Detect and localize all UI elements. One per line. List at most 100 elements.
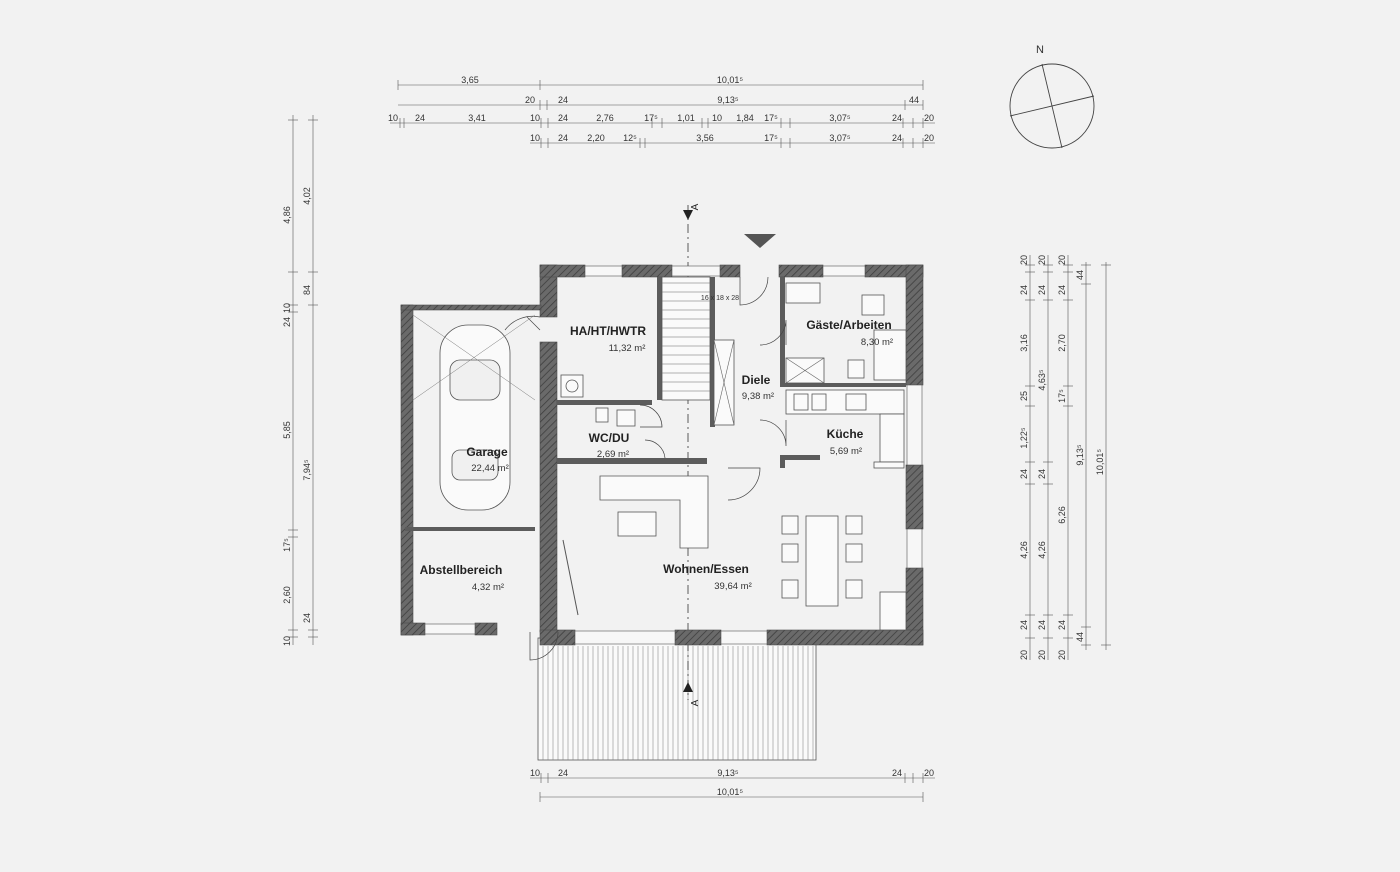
dim-right-c2-3: 24 (1037, 469, 1047, 479)
dim-top-r3-11: 3,07⁵ (829, 113, 851, 123)
dim-right-c1-3: 25 (1019, 391, 1029, 401)
stair-note: 16 x 18 x 28 (701, 295, 739, 302)
dim-top-r3-7: 1,01 (677, 113, 695, 123)
dim-bottom-r1-0: 10 (530, 768, 540, 778)
dim-top-r3-6: 17⁵ (644, 113, 658, 123)
dim-bottom-r1-1: 24 (558, 768, 568, 778)
section-label-top: A (690, 203, 701, 210)
dim-left-o2: 24 (282, 317, 292, 327)
room-name-gaeste: Gäste/Arbeiten (806, 318, 891, 332)
dim-left-o3: 5,85 (282, 421, 292, 439)
left-dimension-chain: 4,86 10 24 5,85 17⁵ 2,60 10 4,02 84 7,94… (282, 115, 318, 646)
room-name-abstell: Abstellbereich (420, 563, 503, 577)
dim-top-r3-2: 3,41 (468, 113, 486, 123)
dim-left-o4: 17⁵ (282, 538, 292, 552)
dim-right-c3-5: 24 (1057, 620, 1067, 630)
dim-top-r2-0: 20 (525, 95, 535, 105)
dim-right-c5-0: 10,01⁵ (1095, 449, 1105, 476)
dim-right-c3-1: 24 (1057, 285, 1067, 295)
room-name-garage: Garage (466, 445, 508, 459)
dim-right-c1-6: 4,26 (1019, 541, 1029, 559)
dim-right-c3-3: 17⁵ (1057, 389, 1067, 403)
dim-top-r1-0: 3,65 (461, 75, 479, 85)
dim-left-o6: 10 (282, 636, 292, 646)
terrace-decking (537, 637, 817, 761)
room-area-hwtr: 11,32 m² (609, 343, 646, 354)
dim-top-r3-8: 10 (712, 113, 722, 123)
room-area-gaeste: 8,30 m² (861, 337, 893, 348)
dim-bottom-r1-2: 9,13⁵ (717, 768, 739, 778)
dim-right-c1-0: 20 (1019, 255, 1029, 265)
dim-left-o1: 10 (282, 303, 292, 313)
dim-top-r4-6: 3,07⁵ (829, 133, 851, 143)
right-dimension-chain: 20 24 3,16 25 1,22⁵ 24 4,26 24 20 20 24 … (1019, 255, 1111, 660)
dim-top-r3-1: 24 (415, 113, 425, 123)
room-name-kueche: Küche (827, 427, 864, 441)
dim-top-r3-13: 20 (924, 113, 934, 123)
entrance-triangle (744, 234, 776, 248)
dim-right-c3-0: 20 (1057, 255, 1067, 265)
dim-right-c1-1: 24 (1019, 285, 1029, 295)
dim-left-i2: 7,94⁵ (302, 459, 312, 481)
dim-top-r3-10: 17⁵ (764, 113, 778, 123)
compass-rose: N (1009, 44, 1095, 149)
dim-top-r3-12: 24 (892, 113, 902, 123)
windows (424, 265, 923, 645)
dim-right-c2-6: 20 (1037, 650, 1047, 660)
dim-left-i0: 4,02 (302, 187, 312, 205)
room-name-wohnen: Wohnen/Essen (663, 562, 749, 576)
dim-top-r3-9: 1,84 (736, 113, 754, 123)
dim-top-r4-5: 17⁵ (764, 133, 778, 143)
dim-top-r4-1: 24 (558, 133, 568, 143)
room-area-kueche: 5,69 m² (830, 446, 862, 457)
furniture (412, 276, 907, 631)
walls (400, 264, 924, 646)
room-area-wcdu: 2,69 m² (597, 449, 629, 460)
north-label: N (1036, 44, 1044, 56)
dim-bottom-r2-0: 10,01⁵ (717, 787, 744, 797)
dim-bottom-r1-3: 24 (892, 768, 902, 778)
dim-top-r2-2: 9,13⁵ (717, 95, 739, 105)
dim-top-r4-4: 3,56 (696, 133, 714, 143)
room-name-hwtr: HA/HT/HWTR (570, 324, 646, 338)
dim-top-r4-8: 20 (924, 133, 934, 143)
dim-right-c4-0: 44 (1075, 270, 1085, 280)
dim-right-c2-1: 24 (1037, 285, 1047, 295)
dim-bottom-r1-4: 20 (924, 768, 934, 778)
dim-right-c1-4: 1,22⁵ (1019, 427, 1029, 449)
dim-left-i3: 24 (302, 613, 312, 623)
dim-top-r4-3: 12⁵ (623, 133, 637, 143)
top-dimension-chain: 3,65 10,01⁵ 20 24 9,13⁵ 44 10 24 3,41 10… (388, 75, 935, 148)
staircase (661, 276, 735, 426)
dim-top-r4-2: 2,20 (587, 133, 605, 143)
dim-top-r3-3: 10 (530, 113, 540, 123)
room-name-diele: Diele (742, 373, 771, 387)
dim-right-c2-5: 24 (1037, 620, 1047, 630)
dim-right-c3-2: 2,70 (1057, 334, 1067, 352)
room-name-wcdu: WC/DU (589, 431, 630, 445)
dim-top-r4-0: 10 (530, 133, 540, 143)
dim-right-c1-2: 3,16 (1019, 334, 1029, 352)
dim-right-c4-2: 44 (1075, 632, 1085, 642)
dim-left-o0: 4,86 (282, 206, 292, 224)
dim-right-c2-4: 4,26 (1037, 541, 1047, 559)
dim-top-r1-1: 10,01⁵ (717, 75, 744, 85)
dim-right-c3-4: 6,26 (1057, 506, 1067, 524)
dim-right-c4-1: 9,13⁵ (1075, 444, 1085, 466)
room-area-wohnen: 39,64 m² (714, 581, 752, 592)
room-area-garage: 22,44 m² (471, 463, 509, 474)
room-area-diele: 9,38 m² (742, 391, 774, 402)
car-outline (412, 314, 536, 511)
dim-right-c1-5: 24 (1019, 469, 1029, 479)
dim-left-o5: 2,60 (282, 586, 292, 604)
dim-top-r3-5: 2,76 (596, 113, 614, 123)
section-label-bottom: A (690, 699, 701, 706)
dim-left-i1: 84 (302, 285, 312, 295)
dim-right-c3-6: 20 (1057, 650, 1067, 660)
dim-top-r4-7: 24 (892, 133, 902, 143)
dim-right-c1-8: 20 (1019, 650, 1029, 660)
room-labels: HA/HT/HWTR 11,32 m² Diele 9,38 m² Gäste/… (420, 295, 893, 593)
dim-top-r2-3: 44 (909, 95, 919, 105)
room-area-abstell: 4,32 m² (472, 582, 504, 593)
